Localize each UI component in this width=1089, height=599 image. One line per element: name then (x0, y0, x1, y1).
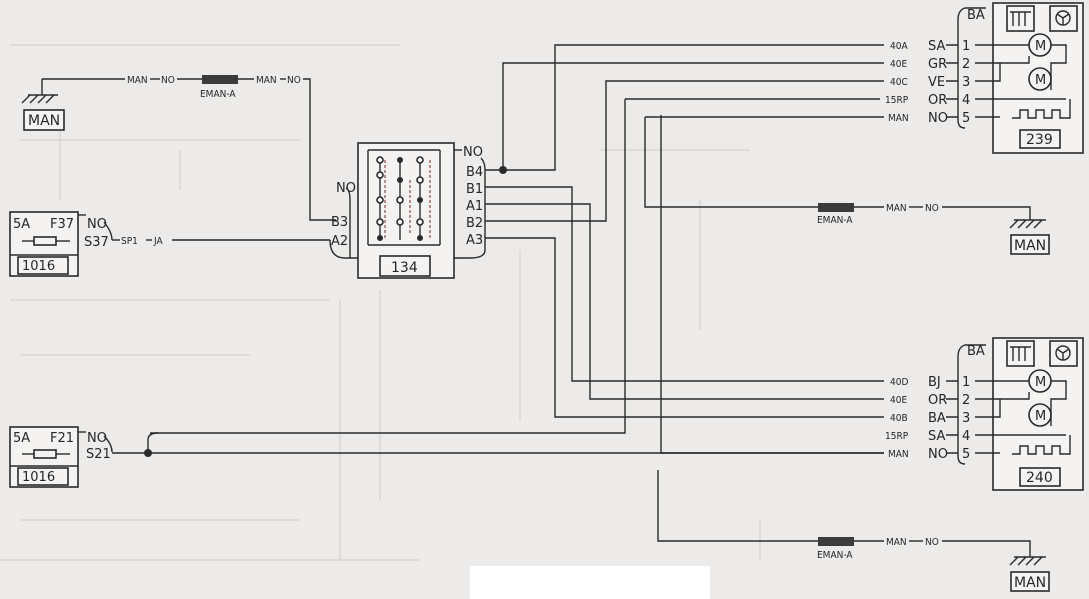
svg-text:M: M (1035, 73, 1046, 88)
svg-text:15RP: 15RP (885, 95, 909, 106)
wire-label: NO (287, 75, 301, 86)
heater-element (1012, 435, 1071, 455)
fuse-icon (33, 236, 57, 246)
background-ghost (0, 44, 761, 561)
ground-icon: MAN (1009, 556, 1050, 592)
wire-label: MAN (886, 203, 907, 214)
connector-eman (818, 537, 854, 546)
fuse-id: F21 (50, 431, 74, 446)
connector-eman (202, 75, 238, 84)
svg-text:2: 2 (962, 393, 970, 408)
svg-text:40D: 40D (890, 377, 908, 388)
heater-icon (1006, 340, 1035, 367)
svg-text:VE: VE (928, 75, 945, 90)
fuse-rating: 5A (13, 217, 30, 232)
ground-icon: MAN (1009, 219, 1050, 255)
switch-pin: B4 (466, 165, 483, 180)
wire-label: MAN (127, 75, 148, 86)
switch-output-wires (150, 44, 893, 436)
wire-label: NO (925, 537, 939, 548)
pin-wire-label: NO (87, 217, 107, 232)
connector-label: EMAN-A (817, 215, 853, 226)
ground-label: MAN (1014, 575, 1046, 591)
svg-text:MAN: MAN (888, 449, 909, 460)
wire-label: MAN (886, 537, 907, 548)
connector-label: EMAN-A (817, 550, 853, 561)
fuse-box-bottom: 5A F21 1016 (9, 426, 79, 488)
svg-text:4: 4 (962, 429, 970, 444)
svg-text:SA: SA (928, 429, 945, 444)
module-id: 240 (1026, 470, 1053, 486)
switch-134: NO B3 A2 134 NO B4 B1 A1 B2 A3 (329, 142, 486, 279)
svg-text:M: M (1035, 39, 1046, 54)
switch-pin: B3 (331, 215, 348, 230)
ground-label: MAN (28, 113, 60, 129)
svg-text:OR: OR (928, 393, 947, 408)
ground-top-left: MAN (21, 78, 125, 131)
switch-left-wire: NO (336, 181, 356, 196)
fuse-box-top: 5A F37 1016 (9, 211, 79, 277)
wire-label: MAN (256, 75, 277, 86)
fuse-id: F37 (50, 217, 74, 232)
fuse-pin: S37 (84, 235, 109, 250)
svg-text:5: 5 (962, 447, 970, 462)
svg-text:40B: 40B (890, 413, 908, 424)
svg-text:3: 3 (962, 411, 970, 426)
wire-label: JA (153, 236, 163, 247)
switch-pin: A3 (466, 233, 483, 248)
switch-contacts (367, 149, 441, 246)
svg-text:M: M (1035, 409, 1046, 424)
fuse-box-id: 1016 (22, 259, 55, 274)
connector-eman (818, 203, 854, 212)
svg-text:M: M (1035, 375, 1046, 390)
fuse-pin: S21 (86, 447, 111, 462)
svg-text:MAN: MAN (888, 113, 909, 124)
module-240-wires: 40D BJ 40E OR 40B BA 15RP SA MAN NO 1 2 3 4 5 (657, 374, 970, 542)
switch-id: 134 (391, 260, 418, 276)
wire-label: NO (925, 203, 939, 214)
svg-text:3: 3 (962, 75, 970, 90)
switch-pin: A1 (466, 199, 483, 214)
svg-text:40E: 40E (890, 395, 907, 406)
fuse-rating: 5A (13, 431, 30, 446)
svg-text:BJ: BJ (928, 375, 941, 390)
svg-text:5: 5 (962, 111, 970, 126)
heater-element (1012, 99, 1071, 119)
scan-artifact (470, 566, 710, 599)
svg-text:2: 2 (962, 57, 970, 72)
svg-text:OR: OR (928, 93, 947, 108)
svg-text:1: 1 (962, 39, 970, 54)
svg-text:1: 1 (962, 375, 970, 390)
fuse-icon (33, 449, 57, 459)
svg-text:NO: NO (928, 447, 948, 462)
module-239-wires: 40A SA 40E GR 40C VE 15RP OR MAN NO 1 2 3 4 5 (644, 38, 970, 208)
module-239: BA M M 239 (957, 2, 1084, 154)
wire-label: NO (161, 75, 175, 86)
svg-text:SA: SA (928, 39, 945, 54)
module-bracket: BA (967, 344, 985, 359)
svg-text:GR: GR (928, 57, 947, 72)
svg-text:NO: NO (928, 111, 948, 126)
pin-wire-label: NO (87, 431, 107, 446)
svg-text:15RP: 15RP (885, 431, 909, 442)
switch-pin: A2 (331, 234, 348, 249)
module-240: BA M M 240 (957, 337, 1084, 491)
ground-label: MAN (1014, 238, 1046, 254)
connector-label: EMAN-A (200, 89, 236, 100)
svg-text:40C: 40C (890, 77, 908, 88)
svg-text:40A: 40A (890, 41, 908, 52)
svg-text:4: 4 (962, 93, 970, 108)
wire-label: SP1 (121, 236, 138, 247)
switch-pin: B1 (466, 182, 483, 197)
svg-text:40E: 40E (890, 59, 907, 70)
module-id: 239 (1026, 132, 1053, 148)
svg-text:BA: BA (928, 411, 946, 426)
switch-pin: B2 (466, 216, 483, 231)
heater-icon (1006, 5, 1035, 32)
module-bracket: BA (967, 8, 985, 23)
switch-right-wire: NO (463, 145, 483, 160)
fuse-box-id: 1016 (22, 470, 55, 485)
